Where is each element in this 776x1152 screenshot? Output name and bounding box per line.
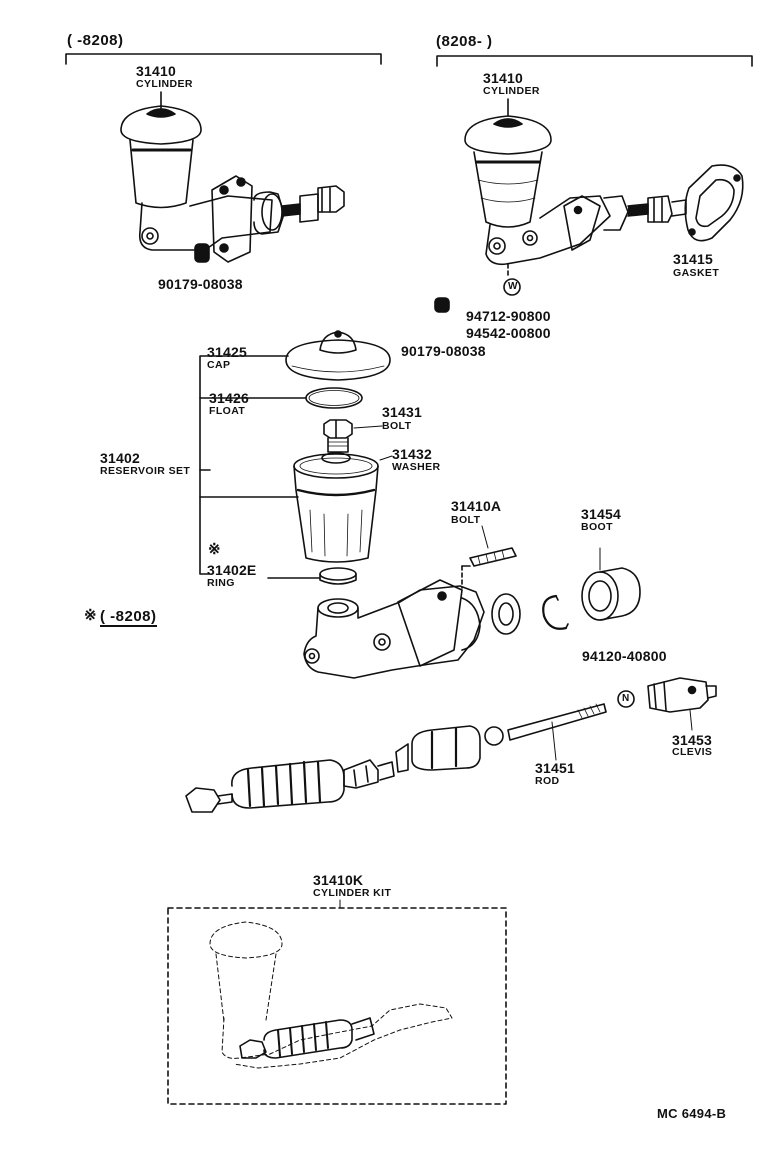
- label-float-number: 31426: [209, 390, 249, 406]
- range-bracket-left: [65, 53, 382, 65]
- cylinder-body-drawing: [303, 565, 485, 679]
- reservoir-bolt-drawing: [323, 419, 383, 453]
- cylinder-assembly-late-drawing: [434, 98, 744, 313]
- label-clevis-number: 31453: [672, 732, 712, 748]
- label-nut-number: 94120-40800: [582, 648, 667, 664]
- boot-drawing: [581, 547, 641, 621]
- label-plug-late-number: 90179-08038: [401, 343, 486, 359]
- label-reservoir-set-number: 31402: [100, 450, 140, 466]
- label-gasket-number: 31415: [673, 251, 713, 267]
- cylinder-kit-frame: [167, 899, 507, 1105]
- label-reservoir-bolt-name: BOLT: [382, 420, 412, 432]
- nut-icon: [617, 690, 635, 708]
- label-cap-number: 31425: [207, 344, 247, 360]
- label-body-bolt-number: 31410A: [451, 498, 502, 514]
- reservoir-cap-drawing: [285, 330, 391, 381]
- nut-icon-letter: N: [622, 693, 630, 704]
- label-cylinder-late-name: CYLINDER: [483, 85, 540, 97]
- label-cylinder-kit-number: 31410K: [313, 872, 364, 888]
- reservoir-set-bracket: [199, 355, 321, 579]
- range-label-right: (8208- ): [436, 33, 493, 50]
- cylinder-kit-piston-drawing: [239, 1017, 375, 1059]
- label-cap-name: CAP: [207, 359, 231, 371]
- note-range-label: ( -8208): [100, 608, 157, 627]
- label-reservoir-bolt-number: 31431: [382, 404, 422, 420]
- diagram-code: MC 6494-B: [657, 1106, 727, 1121]
- rod-drawing: [484, 703, 607, 761]
- washer-icon-letter: W: [508, 281, 518, 292]
- reservoir-body-drawing: [293, 452, 393, 563]
- reservoir-ring-drawing: [319, 567, 357, 585]
- washer-icon: [503, 278, 521, 296]
- label-ring-name: RING: [207, 577, 235, 589]
- label-gasket-name: GASKET: [673, 267, 720, 279]
- label-cylinder-early-number: 31410: [136, 63, 176, 79]
- note-mark: ※: [84, 607, 98, 624]
- label-reservoir-set-name: RESERVOIR SET: [100, 465, 191, 477]
- label-cylinder-kit-name: CYLINDER KIT: [313, 887, 392, 899]
- cylinder-kit-ghost-drawing: [209, 921, 453, 1069]
- label-ring-mark: ※: [208, 541, 221, 558]
- label-washer-number-1: 94712-90800: [466, 308, 551, 324]
- piston-assembly-drawing: [185, 725, 481, 813]
- label-washer-number-2: 94542-00800: [466, 325, 551, 341]
- label-boot-name: BOOT: [581, 521, 613, 533]
- label-cylinder-late-number: 31410: [483, 70, 523, 86]
- label-washer-reservoir-number: 31432: [392, 446, 432, 462]
- body-bolt-drawing: [469, 525, 517, 567]
- label-plug-early-number: 90179-08038: [158, 276, 243, 292]
- label-ring-number: 31402E: [207, 562, 257, 578]
- label-boot-number: 31454: [581, 506, 621, 522]
- range-bracket-right: [436, 55, 753, 67]
- reservoir-float-drawing: [305, 387, 363, 409]
- label-rod-number: 31451: [535, 760, 575, 776]
- label-body-bolt-name: BOLT: [451, 514, 481, 526]
- label-rod-name: ROD: [535, 775, 560, 787]
- label-cylinder-early-name: CYLINDER: [136, 78, 193, 90]
- label-clevis-name: CLEVIS: [672, 746, 713, 758]
- range-label-left: ( -8208): [67, 32, 124, 49]
- body-seal-ring-drawing: [491, 593, 521, 635]
- body-snap-ring-drawing: [542, 594, 569, 630]
- label-float-name: FLOAT: [209, 405, 246, 417]
- label-washer-reservoir-name: WASHER: [392, 461, 441, 473]
- cylinder-assembly-early-drawing: [120, 91, 345, 263]
- clevis-drawing: [647, 677, 717, 731]
